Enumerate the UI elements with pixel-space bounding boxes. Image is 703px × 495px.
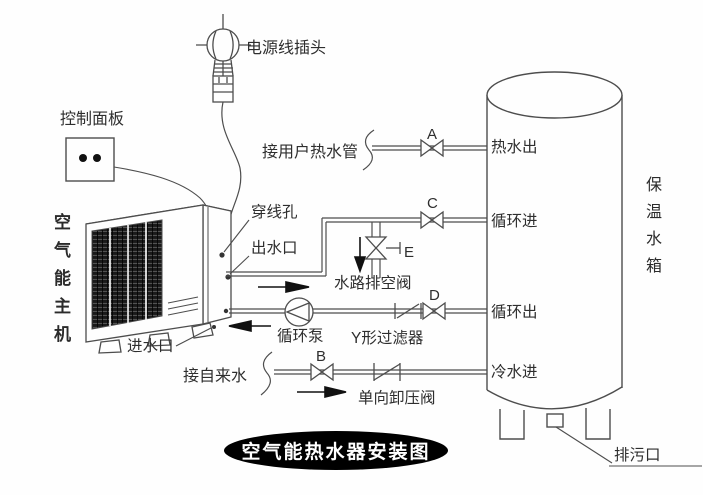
control-panel-button-left	[79, 154, 87, 162]
circulation-pump-label: 循环泵	[277, 327, 324, 345]
valve-c-tag: C	[427, 195, 438, 212]
wire-hole-leader	[223, 219, 250, 253]
plug-bulb-meridian-left	[212, 30, 217, 60]
unit-foot-left	[98, 339, 122, 354]
sewage-outlet-label: 排污口	[614, 446, 661, 464]
flow-arrows	[228, 237, 367, 399]
tank-drain-stub	[546, 413, 564, 428]
circulation-out-label: 循环出	[491, 303, 538, 321]
tank-top	[486, 71, 623, 119]
outlet-flow-arrow	[285, 281, 310, 293]
water-inlet-leader	[175, 327, 212, 347]
circulation-in-label: 循环进	[491, 212, 538, 230]
water-outlet-label: 出水口	[251, 239, 298, 257]
tap-water-label: 接自来水	[183, 367, 247, 385]
control-panel-button-right	[93, 154, 101, 162]
user-hot-water-label: 接用户热水管	[262, 143, 358, 161]
valve-d	[422, 301, 446, 321]
tank-leg-left	[499, 409, 525, 440]
unit-side-face	[202, 204, 232, 325]
unit-foot-middle	[147, 332, 171, 347]
pipe-break-a	[362, 129, 375, 171]
valve-d-tag: D	[429, 287, 440, 304]
heat-pump-unit	[85, 204, 232, 354]
leader-lines	[175, 219, 250, 347]
plug-bulb	[206, 28, 240, 62]
tapwater-flow-arrow	[324, 385, 347, 399]
cold-water-in-label: 冷水进	[491, 363, 538, 381]
water-outlet-port	[225, 274, 231, 280]
plug-bulb-meridian-right	[229, 30, 234, 60]
control-panel	[65, 137, 222, 251]
plug-body	[212, 75, 234, 103]
hot-water-out-label: 热水出	[491, 138, 538, 156]
pipe-break-b	[260, 351, 273, 396]
valve-a-tag: A	[427, 126, 437, 143]
valve-c	[420, 210, 444, 230]
power-plug-symbol	[196, 14, 251, 103]
unit-foot-right	[191, 322, 214, 339]
tank-bottom	[486, 386, 623, 410]
power-plug-label: 电源线插头	[246, 39, 326, 57]
drain-valve-label: 水路排空阀	[334, 274, 412, 292]
valve-e-tag: E	[404, 244, 414, 261]
valve-b-tag: B	[316, 348, 326, 365]
water-outlet-leader	[229, 255, 250, 275]
control-panel-box	[65, 137, 115, 182]
check-valve-symbol	[373, 363, 401, 381]
control-panel-label: 控制面板	[60, 110, 124, 128]
tank-vertical-label: 保温水箱	[643, 176, 660, 284]
sewage-leader	[555, 426, 613, 464]
inlet-flow-arrow	[228, 319, 252, 333]
storage-tank	[486, 71, 702, 467]
y-filter-label: Y形过滤器	[351, 329, 424, 347]
water-inlet-label: 进水口	[127, 337, 174, 355]
valve-e	[364, 236, 401, 260]
drain-flow-arrow	[353, 256, 367, 274]
y-filter-symbol	[394, 303, 422, 319]
title-badge: 空气能热水器安装图	[224, 431, 448, 470]
water-inlet-port	[223, 308, 229, 314]
wire-hole-label: 穿线孔	[251, 203, 298, 221]
heat-pump-vertical-label: 空气能主机	[51, 213, 70, 353]
wire-hole-port	[219, 252, 225, 258]
relief-valve-label: 单向卸压阀	[358, 389, 436, 407]
circulation-pump-symbol	[284, 297, 314, 327]
valve-b	[310, 362, 334, 382]
water-inlet-corner-dot	[212, 325, 216, 329]
valves	[284, 138, 446, 382]
tank-leg-right	[585, 408, 611, 440]
valve-a	[420, 138, 444, 158]
unit-air-grille	[91, 219, 163, 330]
